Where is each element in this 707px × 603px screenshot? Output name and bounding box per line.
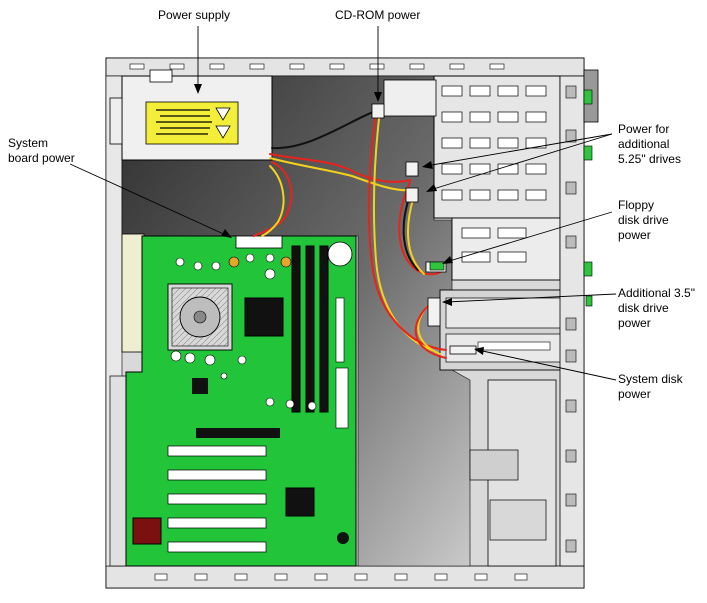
cmos-battery <box>327 241 353 267</box>
rear-io-panel <box>109 375 127 567</box>
leader-lines <box>69 26 617 381</box>
pci-slots <box>167 445 267 553</box>
battery-chip <box>132 517 162 545</box>
power-supply <box>109 69 273 161</box>
label-cdrom-power: CD-ROM power <box>335 8 421 22</box>
cdrom-drive <box>383 79 437 117</box>
power-cables <box>253 109 447 359</box>
atx-power-connector <box>235 235 283 249</box>
label-power-525-drives: Power for additional 5.25" drives <box>618 122 681 166</box>
label-system-board-power: System board power <box>8 136 75 165</box>
leader-arrowheads <box>194 84 484 355</box>
warning-triangle-icon <box>215 125 231 139</box>
chipset <box>244 297 284 337</box>
label-additional-35-power: Additional 3.5" disk drive power <box>618 286 695 330</box>
label-system-disk-power: System disk power <box>618 372 683 401</box>
agp-slot <box>196 428 280 438</box>
floppy-drive <box>451 217 561 281</box>
rear-fan-housing <box>121 233 145 353</box>
system-board <box>125 235 357 567</box>
label-floppy-power: Floppy disk drive power <box>618 198 669 242</box>
controller-chip <box>285 487 315 517</box>
drive-cage <box>383 75 569 567</box>
warning-triangle-icon <box>215 107 231 121</box>
label-power-supply: Power supply <box>158 8 231 22</box>
front-bezel <box>559 69 599 567</box>
